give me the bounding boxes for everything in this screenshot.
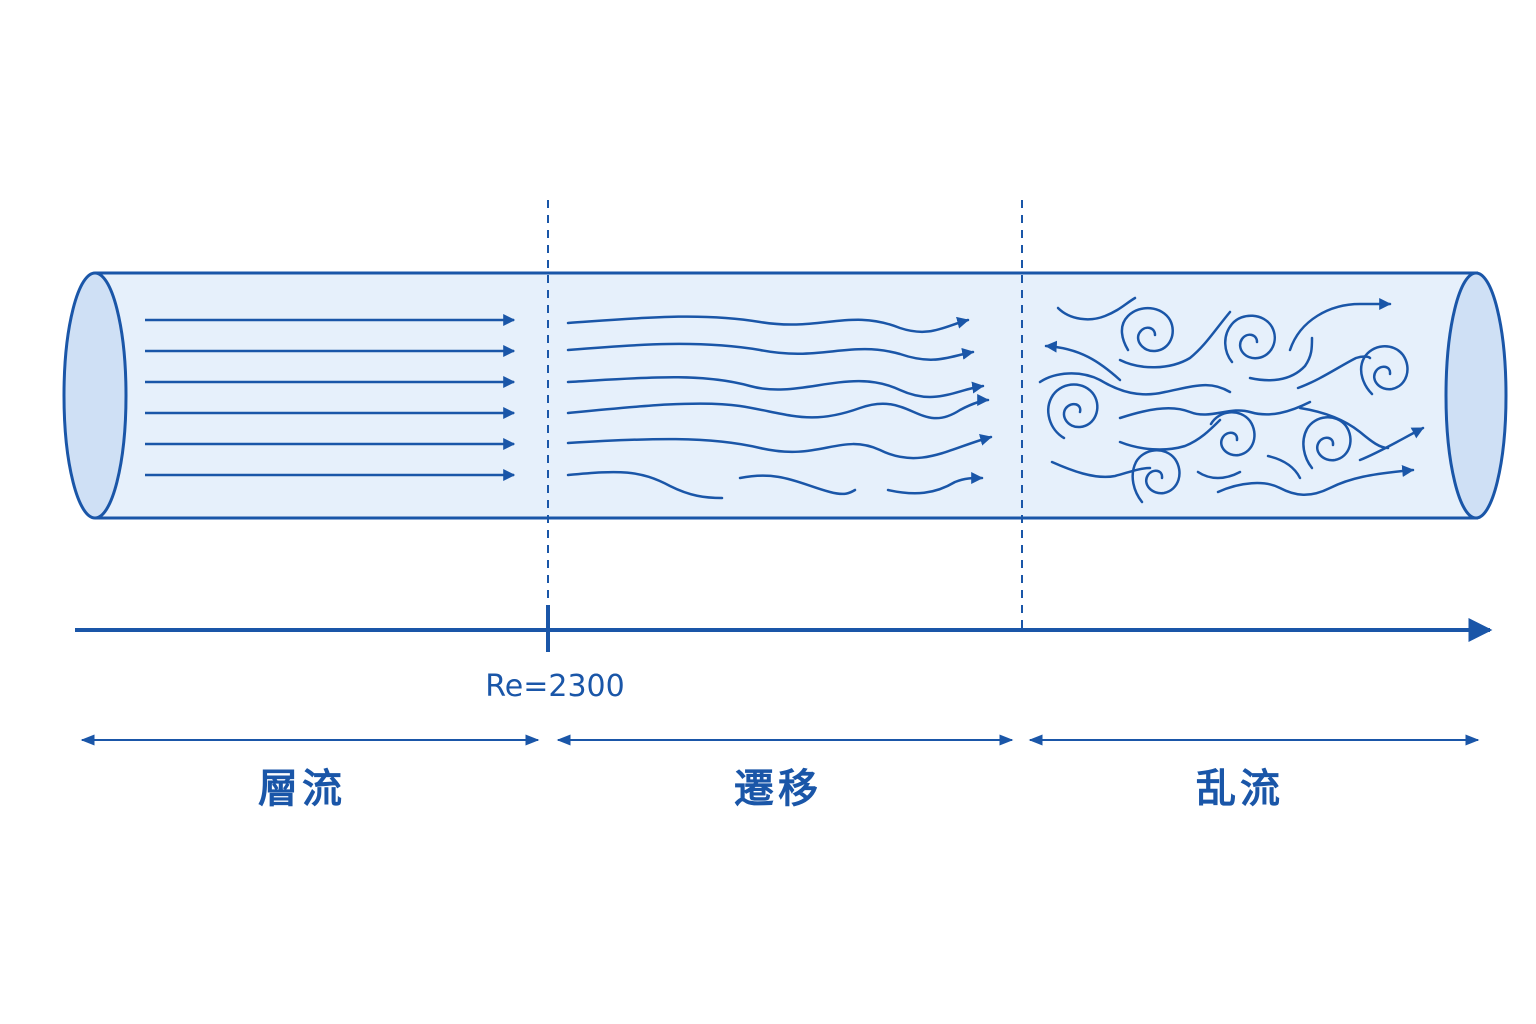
transition-flow-lines [566, 315, 993, 500]
turbulent-streamline [1038, 372, 1232, 396]
turbulent-streamline [1044, 340, 1122, 382]
region-label-turbulent: 乱流 [1196, 766, 1284, 812]
turbulent-flow-lines [1038, 296, 1425, 504]
eddy [1359, 345, 1409, 396]
transition-streamline [566, 342, 975, 361]
reynolds-label: Re=2300 [485, 669, 624, 704]
transition-streamline [566, 434, 993, 460]
eddy [1047, 383, 1099, 440]
pipe-right-end [1444, 271, 1508, 520]
turbulent-streamline [1118, 418, 1222, 451]
transition-streamline [886, 472, 984, 495]
turbulent-streamline [1296, 355, 1372, 390]
laminar-flow-lines [145, 314, 516, 481]
transition-streamline [738, 474, 857, 496]
turbulent-streamline [1266, 454, 1302, 480]
pipe [62, 271, 1508, 520]
pipe-body [95, 273, 1478, 518]
eddy [1131, 449, 1181, 504]
eddy [1120, 307, 1174, 353]
eddy [1224, 314, 1276, 364]
turbulent-streamline [1216, 465, 1415, 496]
turbulent-streamline [1298, 406, 1390, 450]
turbulent-streamline [1358, 426, 1425, 462]
region-label-laminar: 層流 [258, 766, 346, 812]
pipe-left-end [62, 271, 128, 520]
transition-streamline [566, 394, 990, 420]
turbulent-streamline [1248, 336, 1314, 382]
turbulent-streamline [1056, 296, 1137, 321]
turbulent-streamline [1118, 310, 1232, 369]
turbulent-streamline [1196, 470, 1242, 480]
region-label-transition: 遷移 [734, 766, 822, 812]
transition-streamline [566, 376, 985, 399]
eddy [1302, 416, 1352, 470]
transition-streamline [566, 470, 724, 500]
transition-streamline [566, 315, 970, 333]
turbulent-streamline [1050, 460, 1152, 479]
turbulent-streamline [1118, 400, 1312, 420]
turbulent-streamline [1288, 298, 1392, 352]
eddy [1209, 411, 1256, 457]
